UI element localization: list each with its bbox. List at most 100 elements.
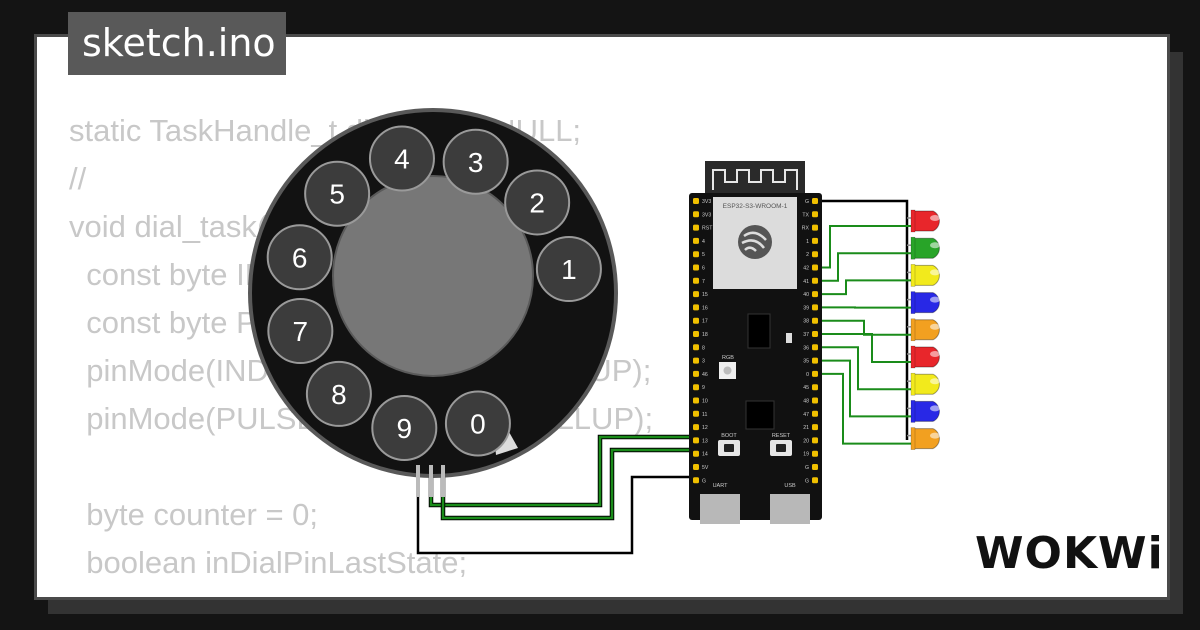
pin-14[interactable] (693, 450, 699, 457)
pin-RST[interactable] (693, 224, 699, 231)
pin-12[interactable] (693, 424, 699, 431)
pin-label: G (702, 478, 706, 484)
pin-label: RX (802, 226, 810, 232)
pin-2[interactable] (812, 251, 818, 258)
pin-G[interactable] (693, 477, 699, 484)
pin-46[interactable] (693, 370, 699, 377)
pin-label: 8 (702, 345, 705, 351)
wire-led-4 (815, 319, 913, 336)
pin-0[interactable] (812, 370, 818, 377)
pin-label: 11 (702, 412, 707, 418)
pin-47[interactable] (812, 410, 818, 417)
dial-hole-2[interactable]: 2 (504, 169, 571, 236)
dial-hole-9[interactable]: 9 (371, 394, 438, 461)
usb-connector[interactable] (770, 494, 810, 524)
led-array (907, 209, 940, 450)
led-6[interactable] (907, 372, 940, 396)
pin-6[interactable] (693, 264, 699, 271)
reset-button[interactable]: RESET (770, 433, 792, 456)
boot-button[interactable]: BOOT (718, 433, 740, 456)
pin-45[interactable] (812, 384, 818, 391)
pin-label: 6 (702, 266, 705, 272)
code-line: byte counter = 0; (69, 497, 319, 532)
dial-pin (416, 465, 420, 497)
pin-TX[interactable] (812, 211, 818, 218)
pin-label: 38 (803, 319, 809, 325)
pin-36[interactable] (812, 344, 818, 351)
dial-hole-3[interactable]: 3 (442, 128, 509, 195)
pin-48[interactable] (812, 397, 818, 404)
pin-RX[interactable] (812, 224, 818, 231)
pin-42[interactable] (812, 264, 818, 271)
pin-15[interactable] (693, 291, 699, 298)
pin-37[interactable] (812, 331, 818, 337)
pin-38[interactable] (812, 317, 818, 324)
uart-connector[interactable] (700, 494, 740, 524)
led-8[interactable] (907, 427, 940, 450)
pin-G[interactable] (812, 198, 818, 204)
pin-label: 39 (803, 305, 809, 311)
pin-41[interactable] (812, 277, 818, 284)
led-3[interactable] (907, 291, 940, 314)
pin-3V3[interactable] (693, 198, 699, 204)
led-1[interactable] (907, 236, 940, 260)
pin-label: 47 (803, 412, 809, 418)
pin-17[interactable] (693, 317, 699, 324)
reset-label: RESET (772, 433, 791, 439)
pin-9[interactable] (693, 384, 699, 391)
pin-11[interactable] (693, 410, 699, 417)
pin-10[interactable] (693, 397, 699, 404)
wokwi-logo: WOKWi (975, 528, 1164, 579)
pin-18[interactable] (693, 331, 699, 337)
pin-13[interactable] (693, 437, 699, 444)
dial-digit: 6 (292, 242, 308, 273)
pin-20[interactable] (812, 437, 818, 444)
boot-label: BOOT (721, 433, 737, 439)
pin-label: 16 (702, 305, 708, 311)
led-5[interactable] (907, 345, 940, 369)
pin-35[interactable] (812, 357, 818, 364)
pin-8[interactable] (693, 344, 699, 351)
dial-digit: 8 (331, 379, 347, 410)
led-7[interactable] (907, 400, 940, 423)
pin-39[interactable] (812, 304, 818, 311)
pin-label: 5V (702, 465, 709, 471)
dial-hole-4[interactable]: 4 (368, 125, 435, 192)
pin-label: 3V3 (702, 212, 711, 218)
pin-G[interactable] (812, 477, 818, 484)
pin-G[interactable] (812, 464, 818, 470)
pin-21[interactable] (812, 424, 818, 431)
pin-1[interactable] (812, 237, 818, 244)
dial-hole-7[interactable]: 7 (267, 298, 334, 365)
dial-hole-0[interactable]: 0 (444, 390, 511, 457)
pin-label: 7 (702, 279, 705, 285)
pin-label: 17 (702, 319, 708, 325)
pin-3V3[interactable] (693, 211, 699, 218)
pin-7[interactable] (693, 277, 699, 284)
led-0[interactable] (907, 209, 940, 233)
file-tab[interactable]: sketch.ino (68, 12, 286, 75)
dial-hole-5[interactable]: 5 (304, 160, 371, 227)
dial-hole-1[interactable]: 1 (535, 236, 602, 303)
pin-16[interactable] (693, 304, 699, 311)
dial-hole-6[interactable]: 6 (266, 224, 333, 291)
pin-5V[interactable] (693, 464, 699, 470)
pin-label: 1 (806, 239, 809, 245)
pin-3[interactable] (693, 357, 699, 364)
pin-label: 4 (702, 239, 705, 245)
dial-hole-8[interactable]: 8 (305, 360, 372, 427)
rgb-label: RGB (722, 355, 734, 361)
pin-label: G (805, 478, 809, 484)
pin-label: 14 (702, 452, 708, 458)
dial-digit: 3 (468, 147, 484, 178)
pin-label: 37 (803, 332, 809, 338)
pin-4[interactable] (693, 237, 699, 244)
dial-pin (441, 465, 445, 497)
wire-led-0 (815, 225, 913, 269)
led-2[interactable] (907, 264, 940, 287)
pin-40[interactable] (812, 291, 818, 298)
pin-5[interactable] (693, 251, 699, 258)
led-4[interactable] (907, 318, 940, 342)
pin-19[interactable] (812, 450, 818, 457)
